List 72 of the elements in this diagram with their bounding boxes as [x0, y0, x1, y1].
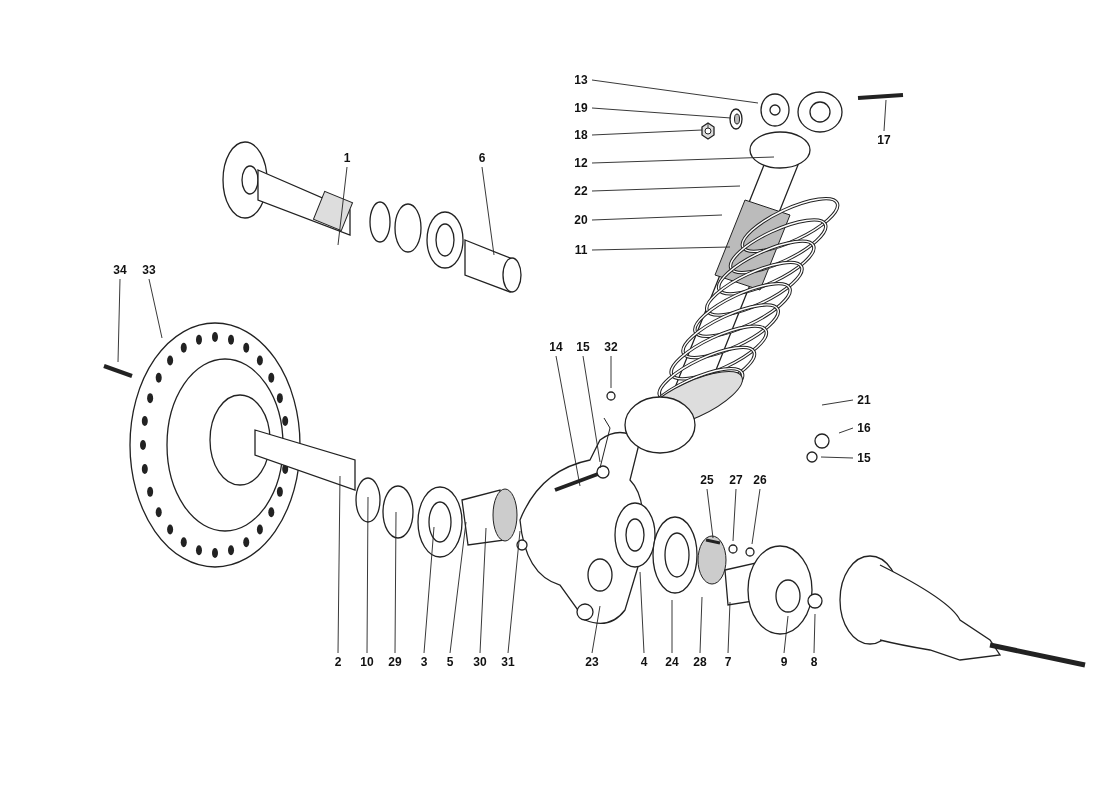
callout-number: 22 — [573, 184, 589, 198]
callout-number: 15 — [856, 451, 872, 465]
callout-number: 30 — [472, 655, 488, 669]
callout-number: 2 — [333, 655, 343, 669]
leader-line — [727, 601, 731, 654]
leader-line — [582, 355, 601, 463]
leader-line — [481, 166, 495, 256]
leader-line — [591, 129, 703, 136]
leader-line — [591, 156, 775, 164]
callout-number: 18 — [573, 128, 589, 142]
callout-number: 29 — [387, 655, 403, 669]
leader-line — [555, 355, 581, 487]
callout-number: 16 — [856, 421, 872, 435]
leader-line — [639, 571, 645, 654]
leader-line — [366, 496, 369, 654]
callout-number: 31 — [500, 655, 516, 669]
callout-number: 21 — [856, 393, 872, 407]
callout-number: 24 — [664, 655, 680, 669]
callout-number: 33 — [141, 263, 157, 277]
leader-line — [337, 475, 341, 654]
leader-line — [813, 613, 816, 654]
leader-line — [820, 456, 854, 459]
leader-line — [591, 214, 723, 221]
callout-number: 1 — [342, 151, 352, 165]
leader-line — [706, 488, 714, 539]
leader-line — [449, 521, 467, 654]
leader-line — [479, 527, 487, 654]
callout-number: 23 — [584, 655, 600, 669]
leader-line — [394, 511, 397, 654]
callout-number: 7 — [723, 655, 733, 669]
callout-number: 34 — [112, 263, 128, 277]
callout-number: 14 — [548, 340, 564, 354]
leader-line — [337, 166, 348, 246]
washer-drawing — [729, 108, 743, 130]
leader-line — [732, 488, 737, 542]
leader-line — [117, 278, 121, 363]
leader-line — [423, 526, 435, 654]
leader-line — [821, 399, 854, 406]
callout-number: 28 — [692, 655, 708, 669]
callout-number: 17 — [876, 133, 892, 147]
leader-line — [751, 488, 761, 545]
leader-line — [148, 278, 163, 339]
leader-line — [610, 355, 612, 389]
callout-number: 27 — [728, 473, 744, 487]
leader-line — [591, 107, 732, 119]
callout-number: 9 — [779, 655, 789, 669]
callout-number: 15 — [575, 340, 591, 354]
leader-line — [591, 79, 759, 104]
callout-number: 6 — [477, 151, 487, 165]
callout-number: 8 — [809, 655, 819, 669]
callout-number: 4 — [639, 655, 649, 669]
leader-line — [591, 246, 731, 251]
callout-number: 5 — [445, 655, 455, 669]
callout-number: 3 — [419, 655, 429, 669]
callout-number: 32 — [603, 340, 619, 354]
callout-number: 25 — [699, 473, 715, 487]
leader-line — [783, 615, 789, 654]
callout-number: 13 — [573, 73, 589, 87]
callout-number: 19 — [573, 101, 589, 115]
callout-number: 10 — [359, 655, 375, 669]
leader-line — [507, 530, 521, 654]
callout-number: 26 — [752, 473, 768, 487]
leader-line — [671, 599, 673, 654]
leader-line — [699, 596, 703, 654]
nut-drawing — [701, 122, 715, 140]
leader-line — [838, 427, 854, 434]
leader-line — [591, 185, 741, 192]
callout-number: 20 — [573, 213, 589, 227]
callout-number: 12 — [573, 156, 589, 170]
callout-number: 11 — [573, 243, 589, 257]
leader-line — [591, 605, 601, 654]
leader-line — [883, 99, 887, 132]
